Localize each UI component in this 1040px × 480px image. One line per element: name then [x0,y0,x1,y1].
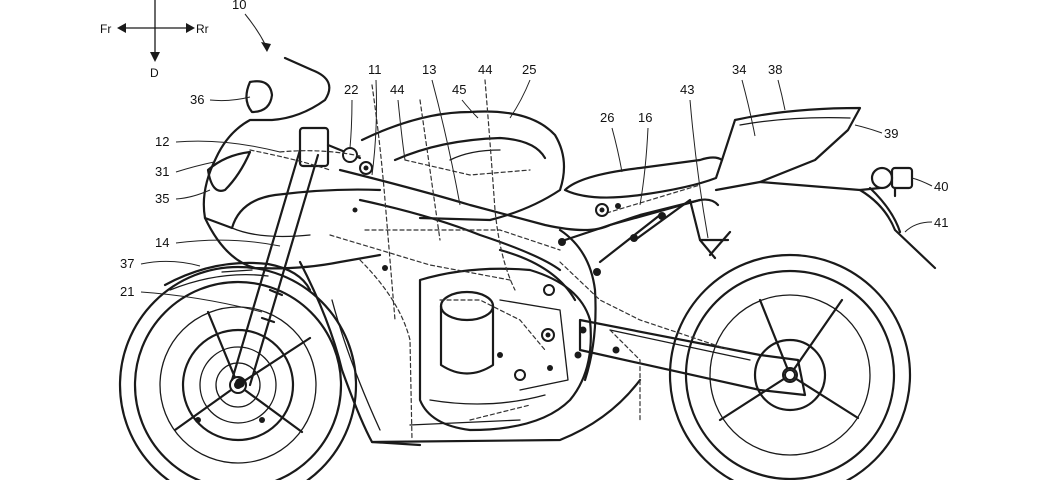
assembly-label: 10 [232,0,271,52]
ref-numeral-11: 11 [368,62,382,77]
assembly-number: 10 [232,0,246,12]
ref-numeral-31: 31 [155,164,169,179]
ref-numeral-34: 34 [732,62,746,77]
main-frame [338,168,720,382]
rear-wheel [668,253,912,480]
direction-front-label: Fr [100,22,111,36]
ref-numeral-16: 16 [638,110,652,125]
ref-numeral-44: 44 [390,82,404,97]
handlebar [298,126,373,175]
ref-numeral-14: 14 [155,235,169,250]
ref-numeral-37: 37 [120,256,134,271]
front-fork [230,148,320,388]
direction-indicator: Fr Rr D [100,0,209,80]
ref-numeral-12: 12 [155,134,169,149]
tail-assembly [858,166,937,270]
front-fender [163,261,312,292]
ref-numeral-22: 22 [344,82,358,97]
rear-subframe [563,198,732,264]
ref-numeral-38: 38 [768,62,782,77]
reference-numerals: 36 12 31 35 14 37 21 22 11 44 13 44 45 2… [120,62,948,313]
fuel-tank [360,110,566,222]
ref-numeral-13: 13 [422,62,436,77]
ref-numeral-41: 41 [934,215,948,230]
ref-numeral-43: 43 [680,82,694,97]
swingarm [578,318,807,397]
fasteners [352,203,666,381]
direction-down-label: D [150,66,159,80]
ref-numeral-45: 45 [452,82,466,97]
ref-numeral-35: 35 [155,191,169,206]
ref-numeral-44: 44 [478,62,492,77]
ref-numeral-26: 26 [600,110,614,125]
direction-rear-label: Rr [196,22,209,36]
front-wheel [118,265,358,480]
ref-numeral-40: 40 [934,179,948,194]
ref-numeral-21: 21 [120,284,134,299]
ref-numeral-39: 39 [884,126,898,141]
engine [370,267,642,444]
hidden-lines [249,79,731,441]
ref-numeral-36: 36 [190,92,204,107]
ref-numeral-25: 25 [522,62,536,77]
front-fairing [202,56,422,447]
